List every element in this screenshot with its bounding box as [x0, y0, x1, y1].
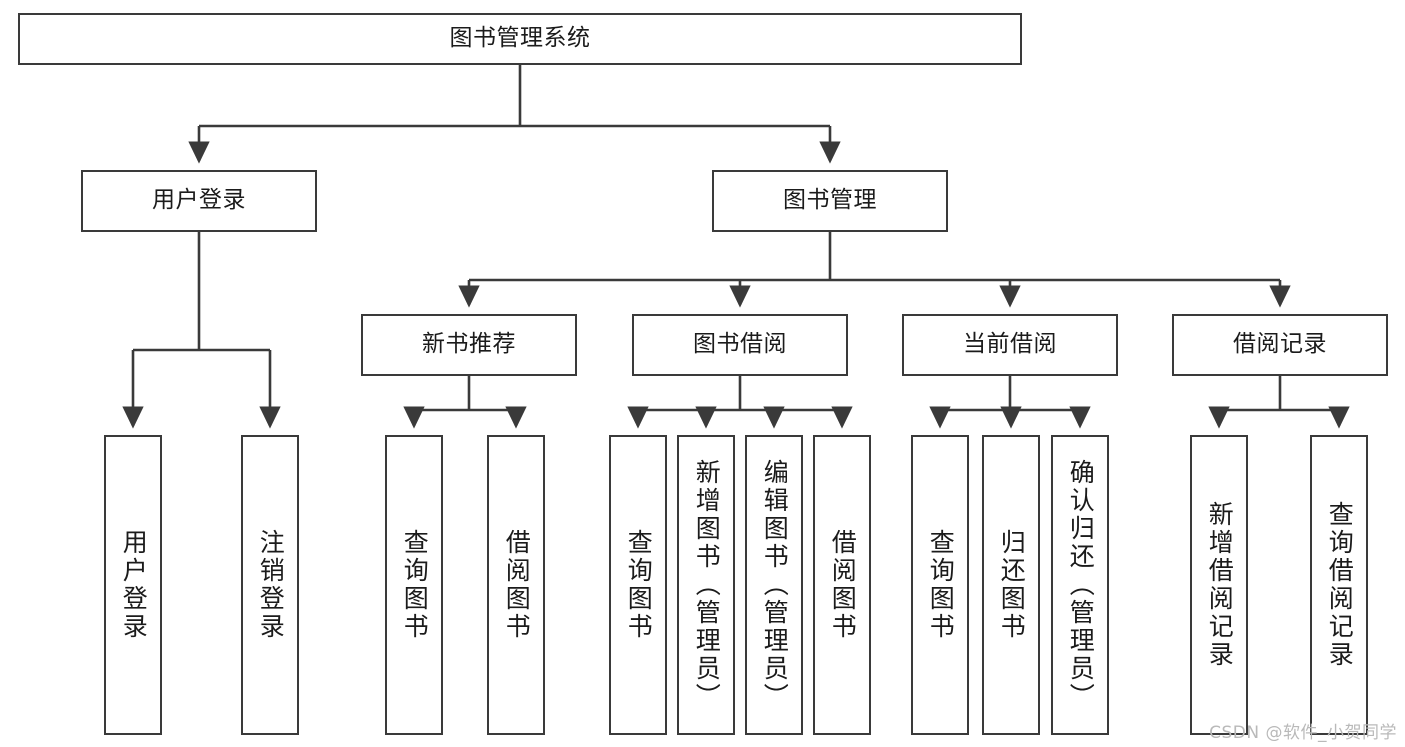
node-leaf-query-book-1[interactable]: 查询图书 — [385, 435, 443, 735]
node-label: 归还图书 — [997, 529, 1027, 641]
node-new-book-rec[interactable]: 新书推荐 — [361, 314, 577, 376]
node-label: 图书管理 — [783, 187, 877, 214]
node-label: 借阅图书 — [502, 529, 532, 641]
node-label: 注销登录 — [256, 529, 286, 641]
node-label: 查询图书 — [926, 529, 956, 641]
node-leaf-edit-book[interactable]: 编辑图书（管理员） — [745, 435, 803, 735]
node-leaf-confirm-return[interactable]: 确认归还（管理员） — [1051, 435, 1109, 735]
node-label: 新增图书（管理员） — [692, 459, 722, 711]
node-book-manage[interactable]: 图书管理 — [712, 170, 948, 232]
node-label: 图书借阅 — [693, 331, 787, 358]
node-label: 图书管理系统 — [449, 25, 591, 52]
node-borrow-record[interactable]: 借阅记录 — [1172, 314, 1388, 376]
node-label: 查询图书 — [624, 529, 654, 641]
node-label: 借阅记录 — [1233, 331, 1327, 358]
node-label: 用户登录 — [119, 529, 149, 641]
node-leaf-query-book-3[interactable]: 查询图书 — [911, 435, 969, 735]
node-label: 编辑图书（管理员） — [760, 459, 790, 711]
csdn-watermark: CSDN @软件_小贺同学 — [1209, 723, 1397, 743]
node-label: 借阅图书 — [828, 529, 858, 641]
node-label: 确认归还（管理员） — [1066, 459, 1096, 711]
node-leaf-query-record[interactable]: 查询借阅记录 — [1310, 435, 1368, 735]
node-leaf-borrow-book-2[interactable]: 借阅图书 — [813, 435, 871, 735]
node-label: 查询图书 — [400, 529, 430, 641]
node-user-login[interactable]: 用户登录 — [81, 170, 317, 232]
node-leaf-borrow-book-1[interactable]: 借阅图书 — [487, 435, 545, 735]
node-leaf-return-book[interactable]: 归还图书 — [982, 435, 1040, 735]
node-label: 新增借阅记录 — [1205, 501, 1235, 669]
node-current-borrow[interactable]: 当前借阅 — [902, 314, 1118, 376]
node-leaf-add-record[interactable]: 新增借阅记录 — [1190, 435, 1248, 735]
node-book-borrow[interactable]: 图书借阅 — [632, 314, 848, 376]
node-leaf-add-book[interactable]: 新增图书（管理员） — [677, 435, 735, 735]
node-label: 新书推荐 — [422, 331, 516, 358]
node-label: 用户登录 — [152, 187, 246, 214]
node-leaf-query-book-2[interactable]: 查询图书 — [609, 435, 667, 735]
node-root[interactable]: 图书管理系统 — [18, 13, 1022, 65]
node-leaf-user-login[interactable]: 用户登录 — [104, 435, 162, 735]
node-label: 查询借阅记录 — [1325, 501, 1355, 669]
node-label: 当前借阅 — [963, 331, 1057, 358]
node-leaf-user-logout[interactable]: 注销登录 — [241, 435, 299, 735]
